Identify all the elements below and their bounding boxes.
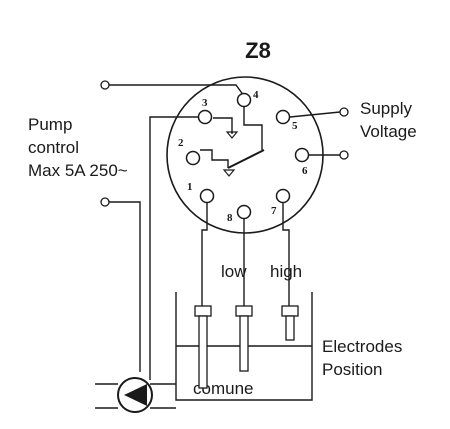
pin2-contact-wire	[200, 149, 229, 168]
supply-wire-pin5	[289, 111, 341, 118]
pump-terminal-top	[100, 80, 110, 90]
electrode-high-rod	[285, 315, 295, 341]
pump-terminal-bottom	[100, 197, 110, 207]
wire-pin7-high	[282, 203, 290, 306]
pin-number-8: 8	[227, 212, 233, 224]
pin-number-2: 2	[178, 137, 184, 149]
contact-arrow-bottom	[222, 169, 236, 177]
pump-outlet-pipe	[150, 383, 176, 409]
position-label-line1: Electrodes	[322, 337, 402, 356]
pin-2	[185, 150, 201, 166]
pump-arrow-icon	[124, 384, 147, 406]
pin-8	[236, 204, 252, 220]
position-label-line2: Position	[322, 360, 382, 379]
wire-pin1-common	[201, 203, 208, 306]
pin-number-5: 5	[292, 120, 298, 132]
electrode-label-common: comune	[193, 379, 253, 398]
pump-inlet-pipe	[95, 383, 118, 409]
pin-number-4: 4	[253, 89, 259, 101]
pin-number-6: 6	[302, 165, 308, 177]
contact-arrow-top	[225, 131, 239, 139]
supply-terminal-bottom	[339, 150, 349, 160]
electrode-low-rod	[239, 315, 249, 372]
pump-label-line1: Pump	[28, 115, 72, 134]
pin-5	[275, 109, 291, 125]
pin-number-1: 1	[187, 181, 193, 193]
electrode-high-cap	[281, 305, 299, 317]
supply-label-line2: Voltage	[360, 122, 417, 141]
pin-6	[294, 147, 310, 163]
electrode-common-cap	[194, 305, 212, 317]
electrode-common-rod	[198, 315, 208, 389]
pin-7	[275, 188, 291, 204]
wire-pump-terminal	[109, 201, 141, 372]
wire-pin3-pump	[149, 116, 198, 364]
pin-1	[199, 188, 215, 204]
supply-label-line1: Supply	[360, 99, 412, 118]
pin-number-7: 7	[271, 205, 277, 217]
pump-label-line3: Max 5A 250~	[28, 161, 128, 180]
wire-pin4-terminal	[105, 84, 245, 97]
diagram-title: Z8	[245, 38, 271, 63]
pin-3	[197, 109, 213, 125]
pump-label-line2: control	[28, 138, 79, 157]
electrode-label-low: low	[221, 262, 247, 281]
relay-contact-wire	[243, 105, 263, 150]
electrode-label-high: high	[270, 262, 302, 281]
pin-number-3: 3	[202, 97, 208, 109]
relay-switch-lever	[227, 149, 265, 169]
electrode-low-cap	[235, 305, 253, 317]
pin-4	[236, 92, 252, 108]
pin3-contact-wire	[213, 117, 233, 134]
supply-terminal-top	[339, 107, 349, 117]
